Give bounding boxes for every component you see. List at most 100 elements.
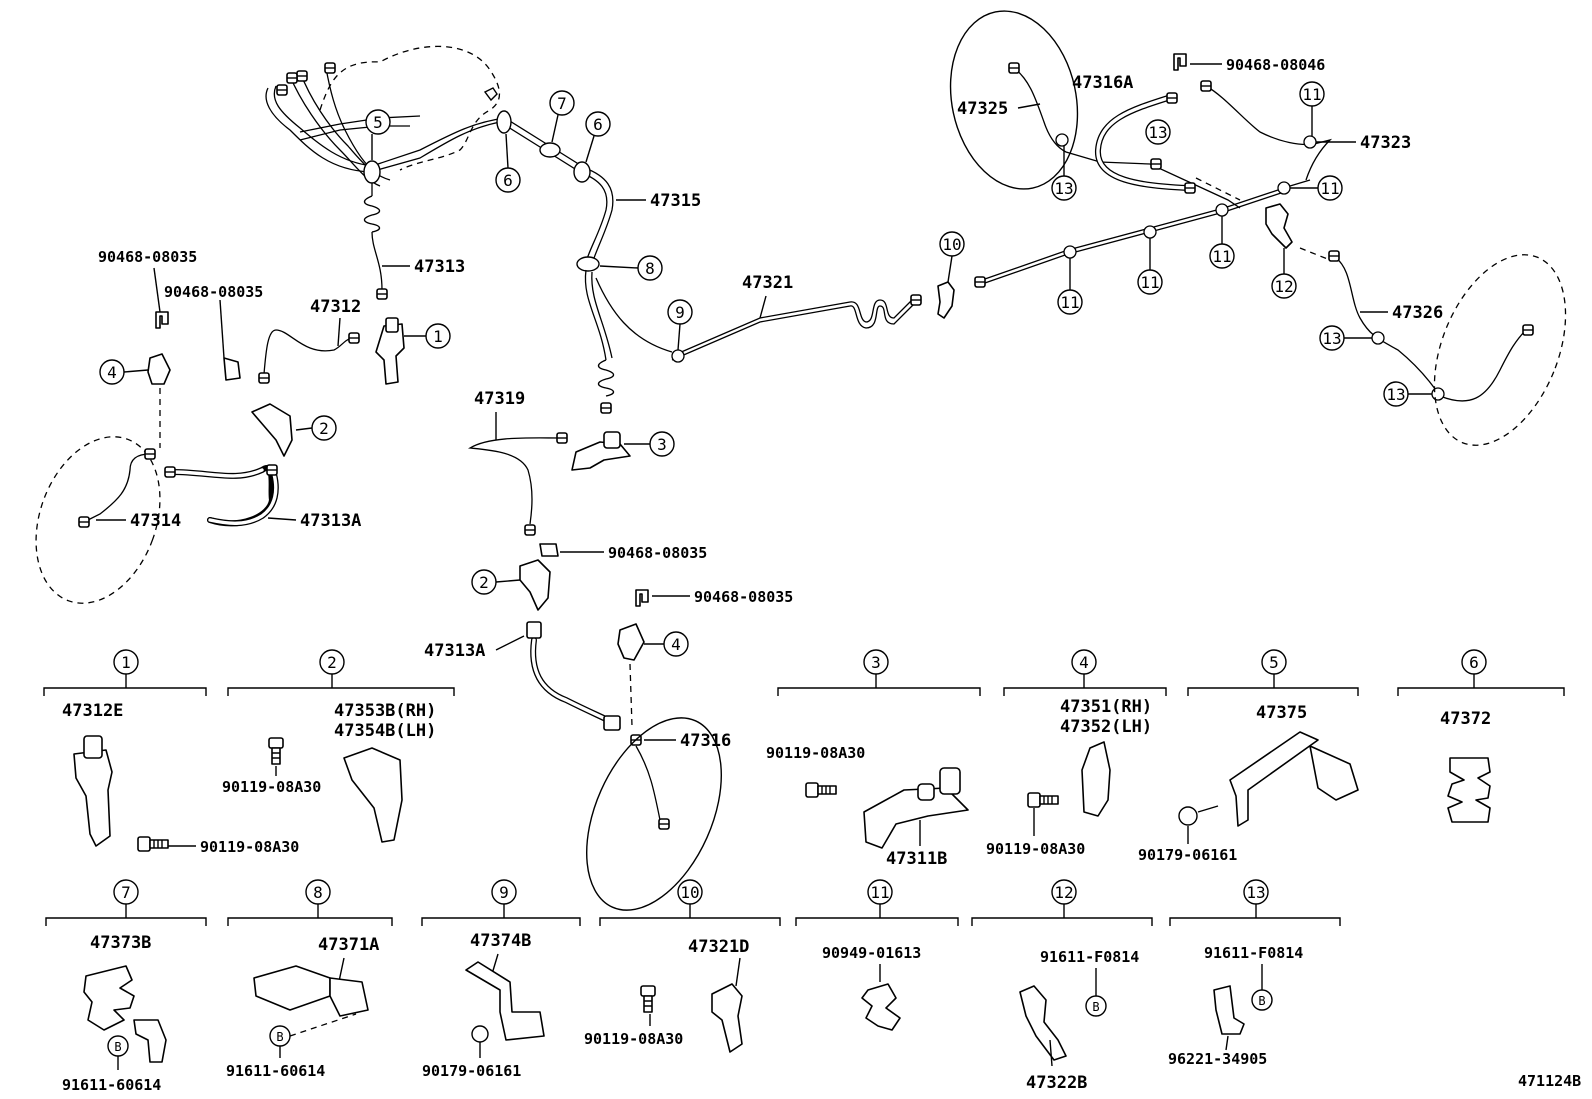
group-7-part-a: 47373B <box>90 933 151 953</box>
group-7-part-b: 91611-60614 <box>62 1076 161 1094</box>
pipe-47315: 47315 <box>496 110 701 414</box>
group-7: 7 47373B B 91611-60614 <box>45 879 207 1094</box>
callout-13-d: 13 <box>1386 385 1405 404</box>
callout-13-b: 13 <box>1148 123 1167 142</box>
pipe-47321: 10 47321 11 11 11 11 <box>671 175 1343 363</box>
group-8: 8 47371A B 91611-60614 <box>226 879 393 1080</box>
callout-2-center: 2 <box>479 573 489 592</box>
group-2: 2 47353B(RH) 47354B(LH) 90119-08A30 <box>222 649 455 843</box>
group-11-part-a: 90949-01613 <box>822 944 921 962</box>
part-47312-label: 47312 <box>310 297 361 317</box>
group-9-part-a: 47374B <box>470 931 531 951</box>
callout-11-d: 11 <box>1320 179 1339 198</box>
group-12-part-b: 47322B <box>1026 1073 1087 1093</box>
group-6: 6 47372 <box>1397 649 1565 823</box>
group-13-callout: 13 <box>1246 883 1265 902</box>
group-10: 10 47321D 90119-08A30 <box>584 879 781 1053</box>
group-2-part-c: 90119-08A30 <box>222 778 321 796</box>
callout-1-top: 1 <box>433 327 443 346</box>
group-13-part-a: 91611-F0814 <box>1204 944 1303 962</box>
callout-9-top: 9 <box>675 303 685 322</box>
callout-7-top: 7 <box>557 94 567 113</box>
group-7-b-mark: B <box>114 1040 121 1054</box>
callout-8-top: 8 <box>645 259 655 278</box>
callout-11-a: 11 <box>1060 293 1079 312</box>
clip-90468-08035-label-4: 90468-08035 <box>694 588 793 606</box>
group-13-part-b: 96221-34905 <box>1168 1050 1267 1068</box>
callout-4-center: 4 <box>671 635 681 654</box>
clip-90468-08035-label-3: 90468-08035 <box>608 544 707 562</box>
group-3-part-b: 47311B <box>886 849 947 869</box>
part-47313A-label-center: 47313A <box>424 641 485 661</box>
group-13-b-mark: B <box>1258 994 1265 1008</box>
part-47319-label: 47319 <box>474 389 525 409</box>
part-47325-label: 47325 <box>957 99 1008 119</box>
group-6-callout: 6 <box>1469 653 1479 672</box>
callout-13-a: 13 <box>1054 179 1073 198</box>
rear-right-area: 13 47325 47316A 13 90468-08046 11 47323 … <box>949 10 1567 446</box>
group-4-callout: 4 <box>1079 653 1089 672</box>
group-9-part-b: 90179-06161 <box>422 1062 521 1080</box>
group-6-part-a: 47372 <box>1440 709 1491 729</box>
callout-13-c: 13 <box>1322 329 1341 348</box>
group-1-callout: 1 <box>121 653 131 672</box>
front-left-area: 90468-08035 90468-08035 47312 1 4 2 4731… <box>35 248 451 604</box>
part-47323-label: 47323 <box>1360 133 1411 153</box>
group-7-callout: 7 <box>121 883 131 902</box>
part-47316A-label: 47316A <box>1072 73 1133 93</box>
group-10-part-b: 90119-08A30 <box>584 1030 683 1048</box>
group-2-callout: 2 <box>327 653 337 672</box>
callout-11-b: 11 <box>1140 273 1159 292</box>
callout-11-c: 11 <box>1212 247 1231 266</box>
callout-5-top: 5 <box>373 113 383 132</box>
part-47313A-label-left: 47313A <box>300 511 361 531</box>
group-1-part-a: 47312E <box>62 701 123 721</box>
group-3-part-a: 90119-08A30 <box>766 744 865 762</box>
callout-12-top: 12 <box>1274 277 1293 296</box>
callout-3-top: 3 <box>657 435 667 454</box>
group-10-callout: 10 <box>680 883 699 902</box>
group-2-part-b: 47354B(LH) <box>334 721 436 741</box>
group-2-part-a: 47353B(RH) <box>334 701 436 721</box>
group-4: 4 47351(RH) 47352(LH) 90119-08A30 <box>986 649 1167 858</box>
group-3: 3 90119-08A30 47311B <box>766 649 981 869</box>
group-4-part-a: 47351(RH) <box>1060 697 1152 717</box>
group-4-part-c: 90119-08A30 <box>986 840 1085 858</box>
group-8-part-a: 47371A <box>318 935 379 955</box>
callout-2-left: 2 <box>319 419 329 438</box>
group-8-b-mark: B <box>276 1030 283 1044</box>
group-11-callout: 11 <box>870 883 889 902</box>
part-47316-label: 47316 <box>680 731 731 751</box>
group-8-part-b: 91611-60614 <box>226 1062 325 1080</box>
clip-90468-08035-label-2: 90468-08035 <box>164 283 263 301</box>
group-8-callout: 8 <box>313 883 323 902</box>
master-cylinder-area: 47313 <box>265 45 506 300</box>
part-47321-label: 47321 <box>742 273 793 293</box>
group-11: 11 90949-01613 <box>795 879 959 1031</box>
clip-90468-08035-label-1: 90468-08035 <box>98 248 197 266</box>
group-3-callout: 3 <box>871 653 881 672</box>
diagram-code: 471124B <box>1518 1072 1581 1090</box>
group-5: 5 47375 90179-06161 <box>1138 649 1359 864</box>
part-47326-label: 47326 <box>1392 303 1443 323</box>
group-5-part-b: 90179-06161 <box>1138 846 1237 864</box>
clip-90468-08046-label: 90468-08046 <box>1226 56 1325 74</box>
group-5-part-a: 47375 <box>1256 703 1307 723</box>
group-12-b-mark: B <box>1092 1000 1099 1014</box>
group-12-part-a: 91611-F0814 <box>1040 948 1139 966</box>
group-12-callout: 12 <box>1054 883 1073 902</box>
group-10-part-a: 47321D <box>688 937 749 957</box>
group-1: 1 47312E 90119-08A30 <box>43 649 299 856</box>
group-12: 12 91611-F0814 B 47322B <box>971 879 1153 1093</box>
callout-6-top-left: 6 <box>503 171 513 190</box>
group-9-callout: 9 <box>499 883 509 902</box>
part-47313-label: 47313 <box>414 257 465 277</box>
group-5-callout: 5 <box>1269 653 1279 672</box>
callout-4-left: 4 <box>107 363 117 382</box>
callout-10-top: 10 <box>942 235 961 254</box>
group-9: 9 47374B 90179-06161 <box>421 879 581 1080</box>
group-13: 13 91611-F0814 B 96221-34905 <box>1168 879 1341 1068</box>
group-4-part-b: 47352(LH) <box>1060 717 1152 737</box>
callout-11-e: 11 <box>1302 85 1321 104</box>
